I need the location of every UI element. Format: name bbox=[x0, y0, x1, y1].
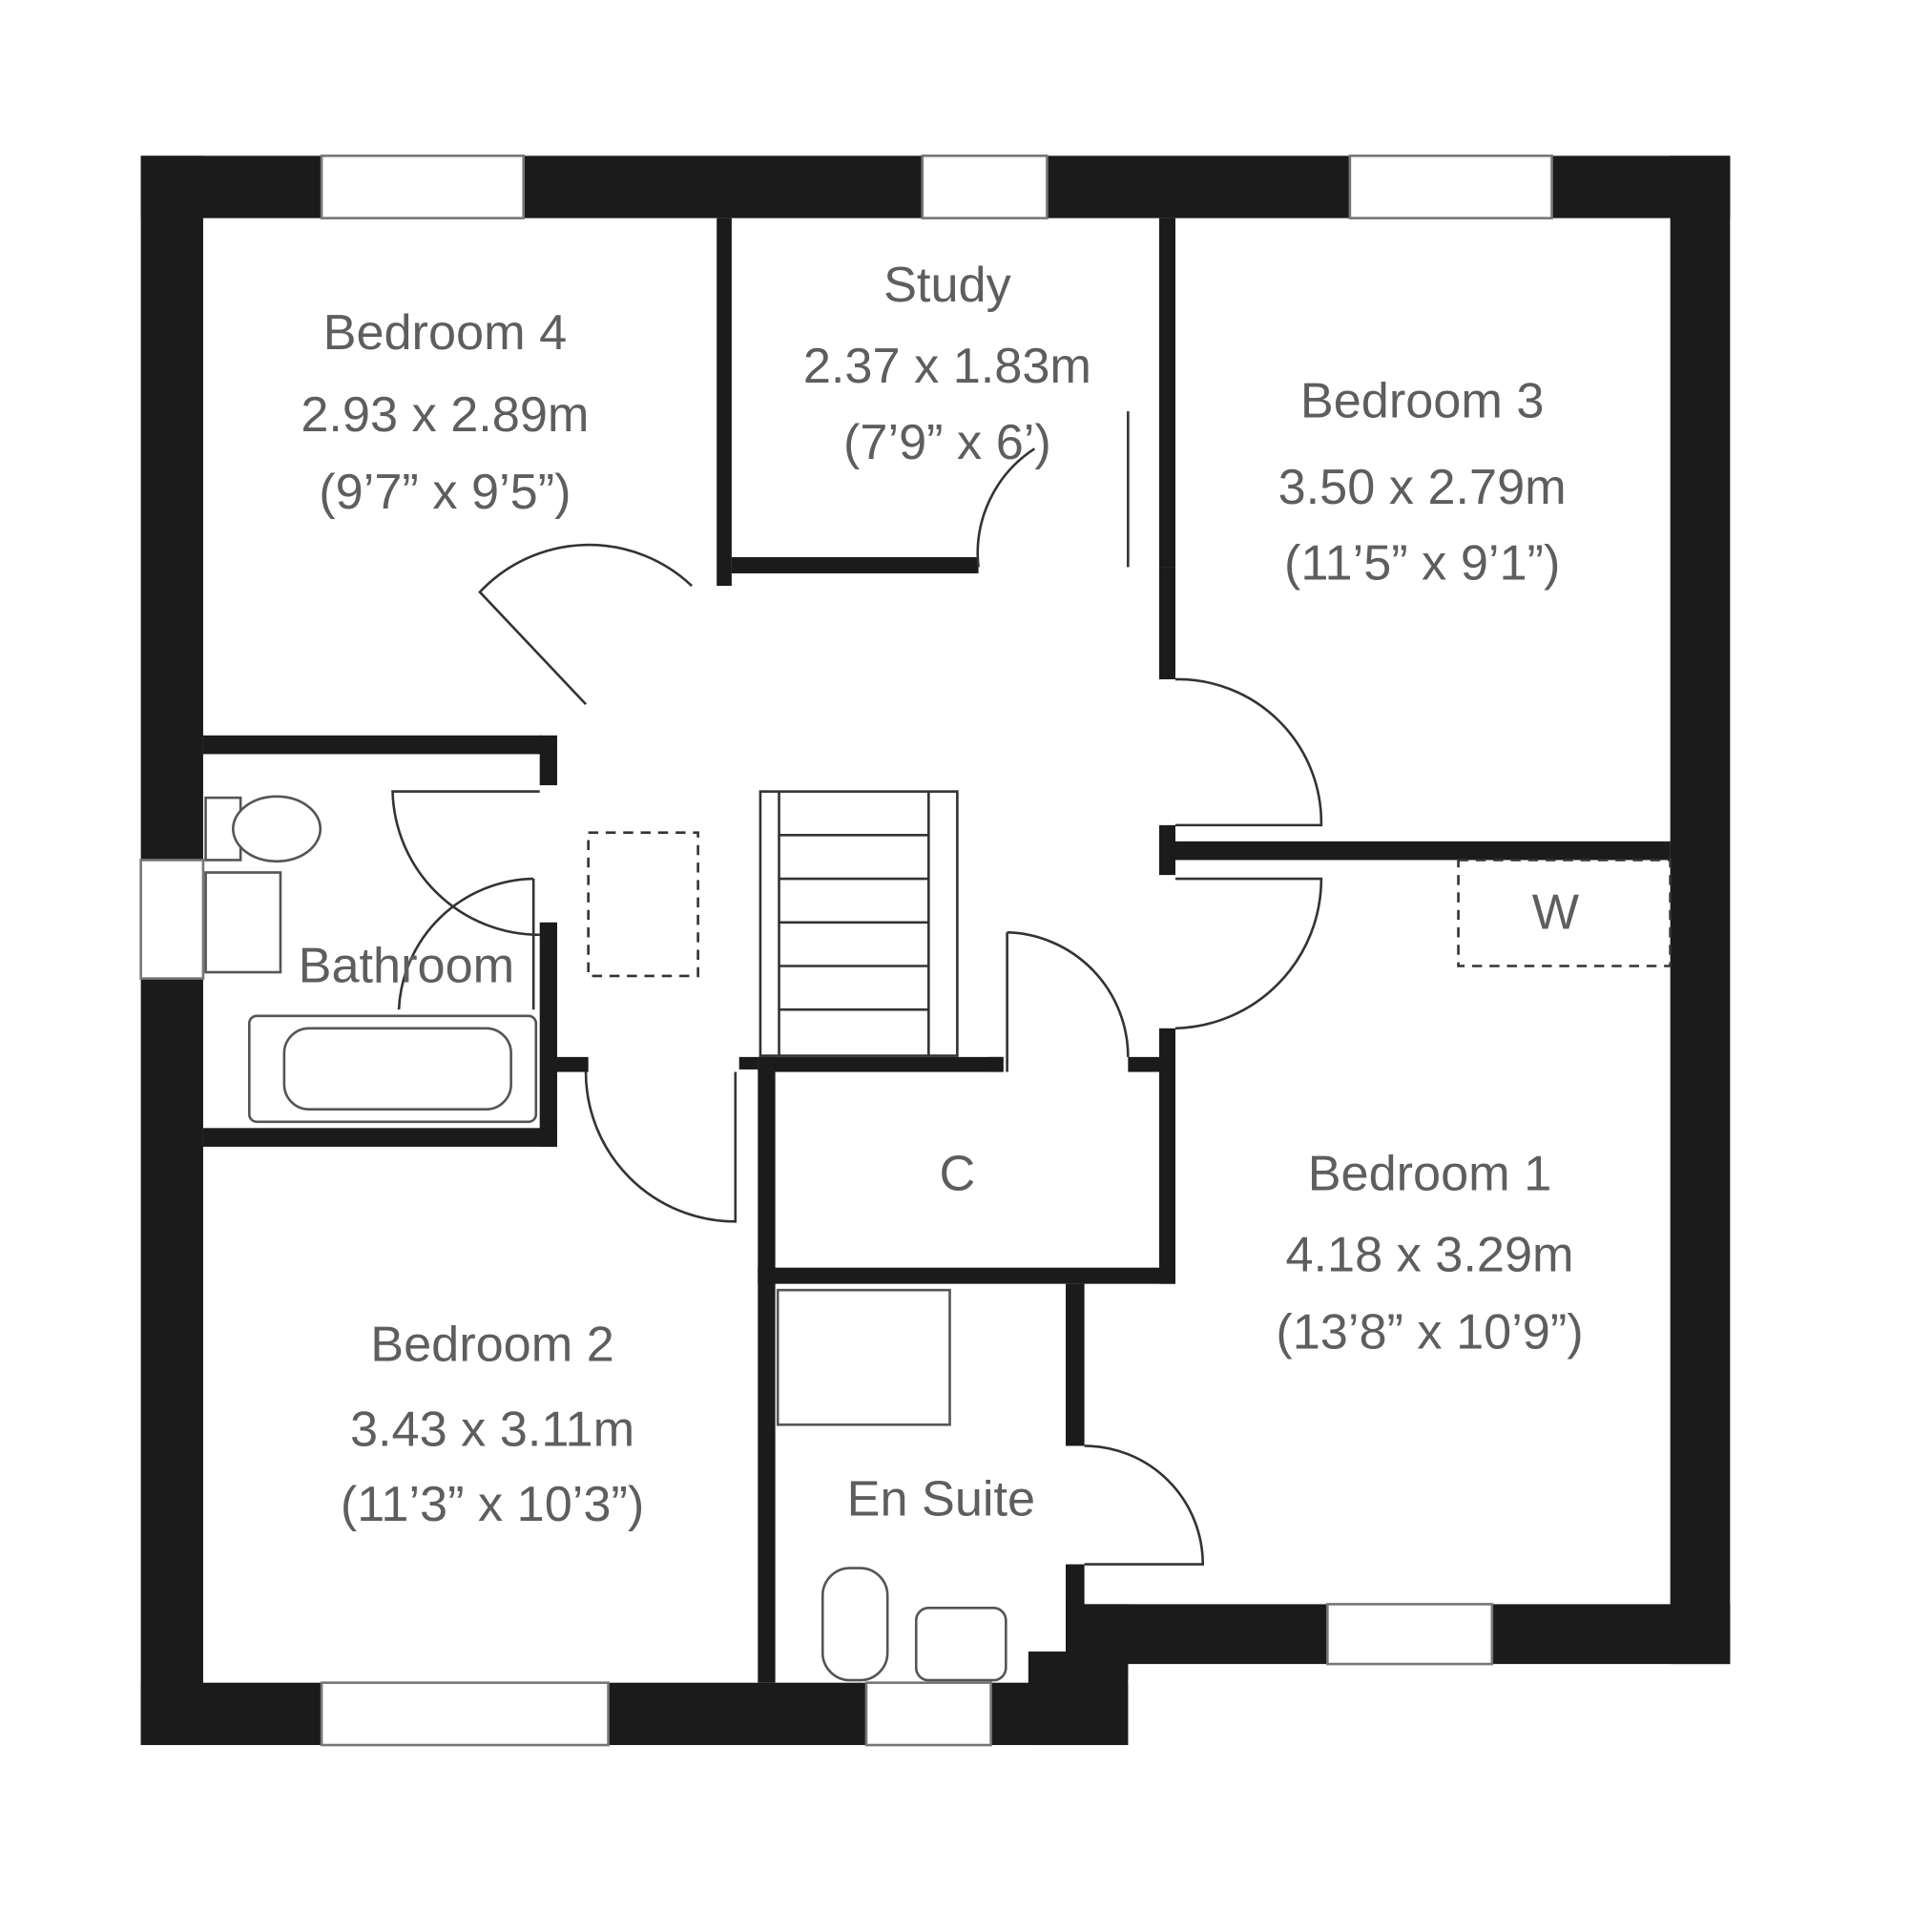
wardrobe-outline bbox=[1457, 859, 1672, 967]
ensuite-toilet bbox=[821, 1567, 889, 1682]
room-name: Study bbox=[883, 258, 1011, 313]
room-imperial: (7’9” x 6’) bbox=[843, 415, 1051, 470]
room-metric: 2.37 x 1.83m bbox=[803, 339, 1091, 394]
shower-tray bbox=[776, 1288, 951, 1426]
doors bbox=[391, 411, 1323, 1566]
room-imperial: (11’3” x 10’3”) bbox=[341, 1477, 644, 1532]
ensuite-basin bbox=[914, 1607, 1008, 1682]
room-imperial: (9’7” x 9’5”) bbox=[319, 465, 571, 520]
room-wardrobe: W bbox=[1532, 884, 1580, 940]
room-bedroom4: Bedroom 4 2.93 x 2.89m (9’7” x 9’5”) bbox=[301, 305, 589, 520]
room-bedroom3: Bedroom 3 3.50 x 2.79m (11’5” x 9’1”) bbox=[1278, 374, 1567, 592]
room-study: Study 2.37 x 1.83m (7’9” x 6’) bbox=[803, 258, 1091, 470]
room-imperial: (13’8” x 10’9”) bbox=[1276, 1305, 1583, 1361]
loft-hatch bbox=[587, 831, 699, 978]
room-cupboard: C bbox=[939, 1147, 975, 1202]
fixtures bbox=[204, 795, 1672, 1682]
room-metric: 2.93 x 2.89m bbox=[301, 387, 589, 443]
windows bbox=[139, 155, 1553, 1747]
room-name: Bedroom 2 bbox=[370, 1318, 614, 1373]
room-bathroom: Bathroom bbox=[299, 938, 515, 993]
room-ensuite: En Suite bbox=[847, 1472, 1036, 1527]
room-metric: 3.43 x 3.11m bbox=[350, 1402, 634, 1457]
stairs bbox=[758, 790, 959, 1057]
basin bbox=[204, 871, 282, 974]
room-name: Bedroom 3 bbox=[1300, 374, 1545, 429]
room-bedroom1: Bedroom 1 4.18 x 3.29m (13’8” x 10’9”) bbox=[1276, 1147, 1583, 1361]
room-metric: 4.18 x 3.29m bbox=[1285, 1228, 1573, 1283]
toilet-bowl bbox=[231, 795, 322, 863]
room-imperial: (11’5” x 9’1”) bbox=[1284, 536, 1560, 592]
room-bedroom2: Bedroom 2 3.43 x 3.11m (11’3” x 10’3”) bbox=[341, 1318, 644, 1532]
room-name: Bedroom 4 bbox=[323, 305, 568, 361]
room-metric: 3.50 x 2.79m bbox=[1278, 460, 1567, 515]
room-name: Bedroom 1 bbox=[1308, 1147, 1552, 1202]
